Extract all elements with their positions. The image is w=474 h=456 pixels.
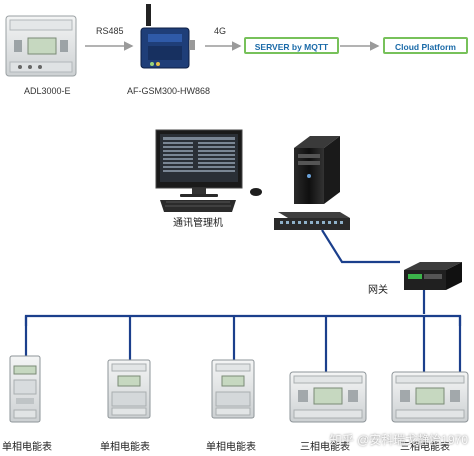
keyboard-image: [160, 200, 236, 212]
meter-label-2: 单相电能表: [100, 442, 150, 453]
cloud-platform-box: Cloud Platform: [383, 37, 468, 54]
single-phase-meter-3: [211, 359, 255, 419]
three-phase-meter-2: [391, 371, 469, 423]
adl3000-label: ADL3000-E: [24, 86, 71, 96]
switch-gateway-wire: [321, 229, 400, 264]
server-tower-image: [294, 136, 340, 204]
network-switch-image: [274, 212, 350, 230]
meter-label-3: 单相电能表: [206, 442, 256, 453]
gateway-label: 网关: [368, 285, 388, 296]
rs485-bus: [24, 314, 462, 326]
three-phase-meter-1: [289, 371, 367, 423]
single-phase-meter-2: [107, 359, 151, 419]
monitor-image: [155, 129, 243, 197]
4g-label: 4G: [214, 26, 227, 36]
rs485-label: RS485: [96, 26, 124, 36]
adl3000-meter-image: [5, 15, 77, 77]
mouse-image: [250, 188, 262, 196]
meter-label-1: 单相电能表: [2, 442, 52, 453]
meter-label-5: 三相电能表: [400, 442, 450, 453]
single-phase-meter-1: [9, 355, 41, 423]
bus-gateway-image: [404, 262, 462, 290]
meter-drops: [24, 316, 462, 380]
gsm-gateway-image: [140, 4, 195, 69]
comm-manager-label: 通讯管理机: [173, 218, 223, 229]
gsm-gateway-label: AF-GSM300-HW868: [127, 86, 211, 96]
watermark: 知乎 @安科瑞戈静怡1970: [329, 433, 468, 447]
server-mqtt-box: SERVER by MQTT: [244, 37, 339, 54]
meter-label-4: 三相电能表: [300, 442, 350, 453]
